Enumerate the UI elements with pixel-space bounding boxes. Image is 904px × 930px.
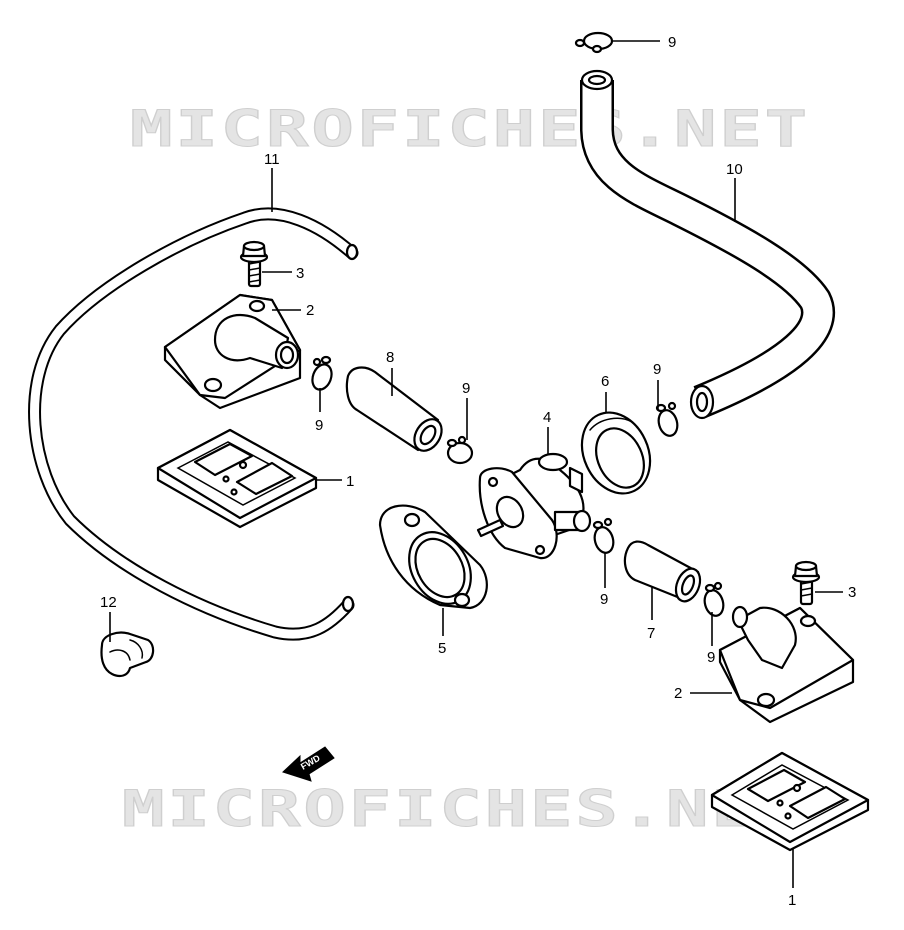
part-9-clamp-c[interactable] <box>655 401 680 438</box>
part-8-hose[interactable] <box>345 366 447 455</box>
fwd-arrow: FWD <box>282 746 335 782</box>
callout-9-c: 9 <box>653 361 661 378</box>
callout-9-e: 9 <box>707 649 715 666</box>
callout-4: 4 <box>543 409 551 426</box>
leader-lines <box>109 40 843 888</box>
part-3-bolt-lower[interactable] <box>791 560 821 606</box>
part-9-clamp-d[interactable] <box>592 517 616 555</box>
part-2-valve-cover-lower[interactable] <box>718 605 855 724</box>
callout-3-upper: 3 <box>296 265 304 282</box>
callout-11: 11 <box>264 151 280 168</box>
part-7-hose[interactable] <box>623 540 705 605</box>
part-9-clamp-b[interactable] <box>446 435 474 465</box>
callout-5: 5 <box>438 640 446 657</box>
part-9-clamp-e[interactable] <box>702 581 726 618</box>
watermark-text-bottom: MICROFICHES.NET <box>122 780 802 838</box>
callout-3-lower: 3 <box>848 584 856 601</box>
callout-9-top: 9 <box>668 34 676 51</box>
part-12-clip[interactable] <box>100 631 155 678</box>
callout-9-b: 9 <box>462 380 470 397</box>
part-6-ring[interactable] <box>569 401 663 504</box>
callout-7: 7 <box>647 625 655 642</box>
part-1-gasket-lower[interactable] <box>710 751 870 852</box>
callout-1-upper: 1 <box>346 473 354 490</box>
callout-9-d: 9 <box>600 591 608 608</box>
callout-6: 6 <box>601 373 609 390</box>
part-1-gasket-upper[interactable] <box>156 428 318 529</box>
callout-12: 12 <box>100 594 117 611</box>
callout-10: 10 <box>726 161 743 178</box>
part-9-clamp-top[interactable] <box>574 31 614 54</box>
callout-9-a: 9 <box>315 417 323 434</box>
part-10-hose[interactable] <box>580 69 835 420</box>
watermark-text-top: MICROFICHES.NET <box>130 100 810 158</box>
part-4-valve[interactable] <box>476 452 592 560</box>
part-9-clamp-a[interactable] <box>309 355 335 392</box>
callout-2-lower: 2 <box>674 685 682 702</box>
part-3-bolt-upper[interactable] <box>239 240 269 288</box>
callouts: 9 11 10 3 2 1 8 9 9 4 6 9 5 9 7 3 9 2 1 … <box>100 34 856 909</box>
callout-8: 8 <box>386 349 394 366</box>
part-2-valve-cover-upper[interactable] <box>163 293 302 410</box>
callout-1-lower: 1 <box>788 892 796 909</box>
part-11-hose[interactable] <box>28 207 359 641</box>
watermark-bottom: MICROFICHES.NET <box>122 780 802 839</box>
callout-2-upper: 2 <box>306 302 314 319</box>
watermark-top: MICROFICHES.NET <box>130 100 810 159</box>
part-5-flange[interactable] <box>378 504 488 615</box>
